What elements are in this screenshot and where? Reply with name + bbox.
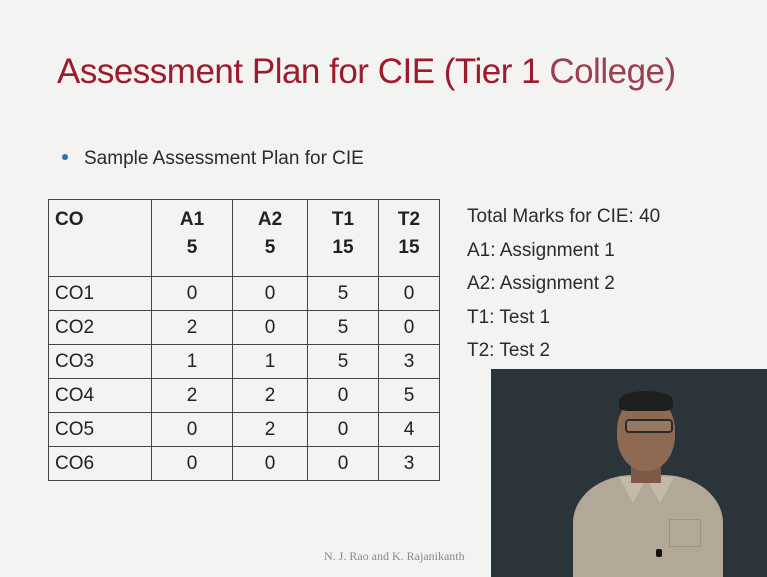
legend-notes: Total Marks for CIE: 40 A1: Assignment 1… [467,200,660,368]
cell-a1: 1 [151,344,233,379]
cell-co: CO4 [48,378,152,413]
cell-t2: 4 [378,412,440,447]
cell-co: CO2 [48,310,152,345]
legend-t2: T2: Test 2 [467,340,551,361]
table-row: CO6 0 0 0 3 [48,446,440,481]
shirt-pocket [669,519,701,547]
table-row: CO4 2 2 0 5 [48,378,440,413]
total-marks-note: Total Marks for CIE: 40 [467,206,661,227]
cell-t1: 5 [307,310,379,345]
cell-t1: 5 [307,344,379,379]
bullet-text: Sample Assessment Plan for CIE [84,148,364,169]
cell-t1: 0 [307,446,379,481]
table-row: CO1 0 0 5 0 [48,276,440,311]
lapel-mic-icon [656,549,662,557]
cell-a1: 2 [151,378,233,413]
cell-a1: 0 [151,276,233,311]
cell-a1: 0 [151,412,233,447]
cell-co: CO6 [48,446,152,481]
bullet-icon [62,153,68,160]
cell-a1: 0 [151,446,233,481]
cell-t2: 0 [378,310,440,345]
presenter-hair [619,391,673,411]
slide-title-main: Assessment Plan for CIE (Tier 1 [57,52,550,91]
cell-a2: 0 [232,446,308,481]
cell-co: CO1 [48,276,152,311]
slide-title-accent: College) [549,52,676,91]
cell-t2: 5 [378,378,440,413]
cell-t2: 3 [378,344,440,379]
cell-a2: 2 [232,378,308,413]
header-co: CO [48,199,152,277]
legend-a2: A2: Assignment 2 [467,273,615,294]
legend-a1: A1: Assignment 1 [467,239,615,261]
slide-title: Assessment Plan for CIE (Tier 1 College) [57,52,676,92]
legend-t1: T1: Test 1 [467,306,551,328]
cell-a2: 1 [232,344,308,379]
cell-t1: 0 [307,412,379,447]
cell-co: CO5 [48,412,152,447]
glasses-icon [625,419,673,433]
cell-a1: 2 [151,310,233,345]
cell-a2: 0 [232,276,308,311]
table-row: CO2 2 0 5 0 [48,310,440,345]
table-row: CO3 1 1 5 3 [48,344,440,379]
cell-a2: 0 [232,310,308,345]
presenter-video [491,369,767,577]
cell-t1: 5 [307,276,379,311]
cell-t2: 3 [378,446,440,481]
author-credit: N. J. Rao and K. Rajanikanth [324,549,465,563]
cell-a2: 2 [232,412,308,447]
table-row: CO5 0 2 0 4 [48,412,440,447]
cell-t1: 0 [307,378,379,413]
cell-co: CO3 [48,344,152,379]
bullet-item: Sample Assessment Plan for CIE [62,148,364,170]
cell-t2: 0 [378,276,440,311]
